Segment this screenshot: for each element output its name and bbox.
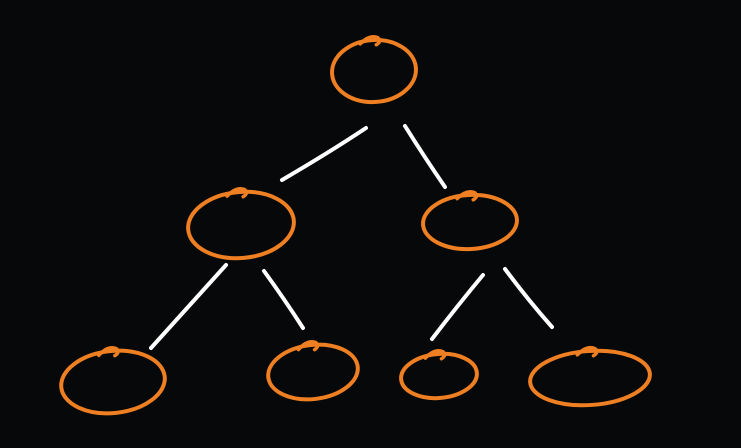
node-pen-stroke — [225, 186, 249, 199]
node-circle — [266, 342, 360, 402]
node-pen-stroke — [296, 340, 320, 352]
node-root — [330, 35, 418, 105]
edge-root-to-right-child — [403, 124, 447, 189]
edge-right-child-to-right-left-leaf — [430, 273, 485, 341]
node-left-left-leaf — [59, 345, 167, 416]
edge-right-child-to-right-right-leaf — [503, 267, 554, 329]
node-pen-stroke — [455, 189, 479, 202]
node-pen-stroke — [358, 35, 382, 47]
node-circle — [186, 189, 296, 261]
node-circle — [330, 37, 418, 105]
edge-left-child-to-left-left-leaf — [149, 263, 228, 350]
edge-left-child-to-left-right-leaf — [262, 269, 305, 330]
edges — [149, 124, 554, 350]
node-circle — [59, 348, 167, 416]
node-pen-stroke — [96, 345, 120, 358]
node-left-right-leaf — [266, 340, 360, 402]
edge-root-to-left-child — [280, 126, 368, 182]
node-circle — [421, 192, 519, 252]
node-pen-stroke — [423, 349, 447, 361]
node-left-child — [186, 186, 296, 261]
node-pen-stroke — [575, 345, 599, 358]
nodes — [59, 35, 652, 416]
node-circle — [399, 351, 479, 401]
node-circle — [528, 348, 652, 408]
node-right-right-leaf — [528, 345, 652, 408]
node-right-child — [421, 189, 519, 252]
node-right-left-leaf — [399, 349, 479, 401]
